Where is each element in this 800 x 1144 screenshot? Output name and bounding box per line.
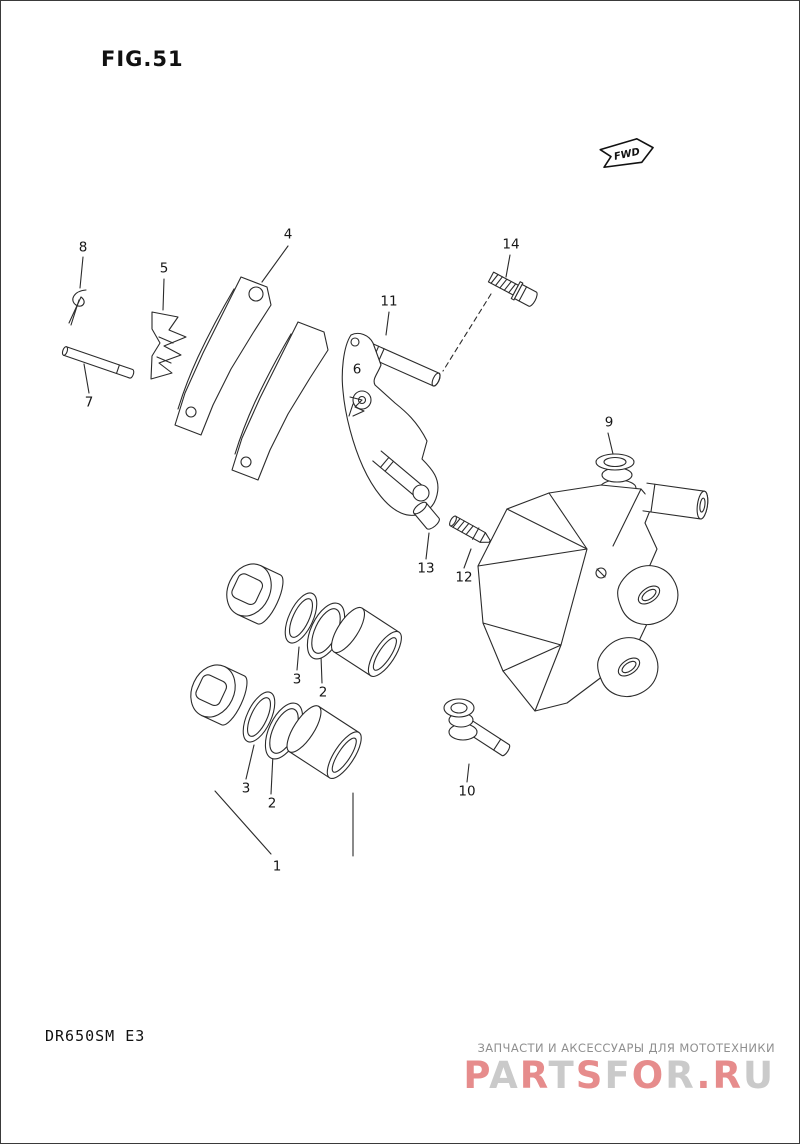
part-callout-1: 1 — [272, 858, 282, 875]
part-callout-5: 5 — [159, 260, 169, 277]
watermark-tagline: ЗАПЧАСТИ И АКСЕССУАРЫ ДЛЯ МОТОТЕХНИКИ — [477, 1041, 775, 1055]
logo-letter: R — [665, 1054, 697, 1097]
part-callout-14: 14 — [502, 236, 520, 253]
piston-lower — [286, 705, 362, 779]
logo-letter: U — [742, 1054, 775, 1097]
piston-cup-lower — [190, 664, 248, 726]
part-callout-9: 9 — [604, 414, 614, 431]
fwd-flag: FWD — [596, 133, 659, 176]
logo-letter: R — [712, 1054, 743, 1097]
leader-lines — [79, 245, 614, 857]
part-callout-4: 4 — [283, 226, 293, 243]
piston-cup-upper — [226, 563, 284, 625]
piston-seal-set-upper — [226, 563, 402, 677]
logo-letter: P — [463, 1054, 490, 1097]
logo-letter: S — [575, 1054, 605, 1097]
caliper-body — [477, 482, 709, 712]
part-callout-13: 13 — [417, 560, 435, 577]
model-code: DR650SM E3 — [45, 1027, 146, 1045]
part-callout-6: 6 — [352, 361, 362, 378]
figure-title: FIG.51 — [101, 47, 184, 71]
pad-spring-part-5 — [150, 311, 187, 380]
part-callout-10: 10 — [458, 783, 476, 800]
part-callout-7: 7 — [84, 394, 94, 411]
part-callout-3-upper: 3 — [292, 671, 302, 688]
logo-letter: O — [631, 1054, 666, 1097]
pad-clip-part-8 — [68, 289, 87, 326]
part-callout-3-lower: 3 — [241, 780, 251, 797]
fwd-label: FWD — [613, 147, 641, 163]
seal-ring-upper — [284, 592, 318, 644]
seal-ring-lower — [242, 691, 276, 743]
anti-rattle-spring-part-6 — [348, 396, 365, 417]
piston-seal-set-lower — [190, 664, 362, 779]
watermark: ЗАПЧАСТИ И АКСЕССУАРЫ ДЛЯ МОТОТЕХНИКИ PA… — [463, 1041, 775, 1094]
part-callout-8: 8 — [78, 239, 88, 256]
logo-letter: F — [604, 1054, 632, 1097]
part-callout-2-upper: 2 — [318, 684, 328, 701]
piston-upper — [330, 606, 402, 677]
logo-letter: A — [489, 1054, 520, 1097]
part-callout-11: 11 — [380, 293, 398, 310]
mount-bolt-part-14 — [487, 271, 538, 307]
part-callout-2-lower: 2 — [267, 795, 277, 812]
logo-letter: R — [519, 1054, 549, 1097]
bleeder-screw-part-12 — [449, 515, 491, 543]
part-callout-12: 12 — [455, 569, 473, 586]
watermark-logo: PARTSFOR.RU — [463, 1057, 775, 1094]
slide-pin-part-10 — [443, 698, 511, 757]
logo-letter: . — [696, 1054, 713, 1097]
brake-pads-part-4 — [174, 276, 329, 481]
cap-part-13 — [412, 501, 440, 530]
fwd-arrow-icon: FWD — [599, 138, 654, 169]
logo-letter: T — [548, 1054, 576, 1097]
pad-pin-part-7 — [61, 346, 135, 379]
